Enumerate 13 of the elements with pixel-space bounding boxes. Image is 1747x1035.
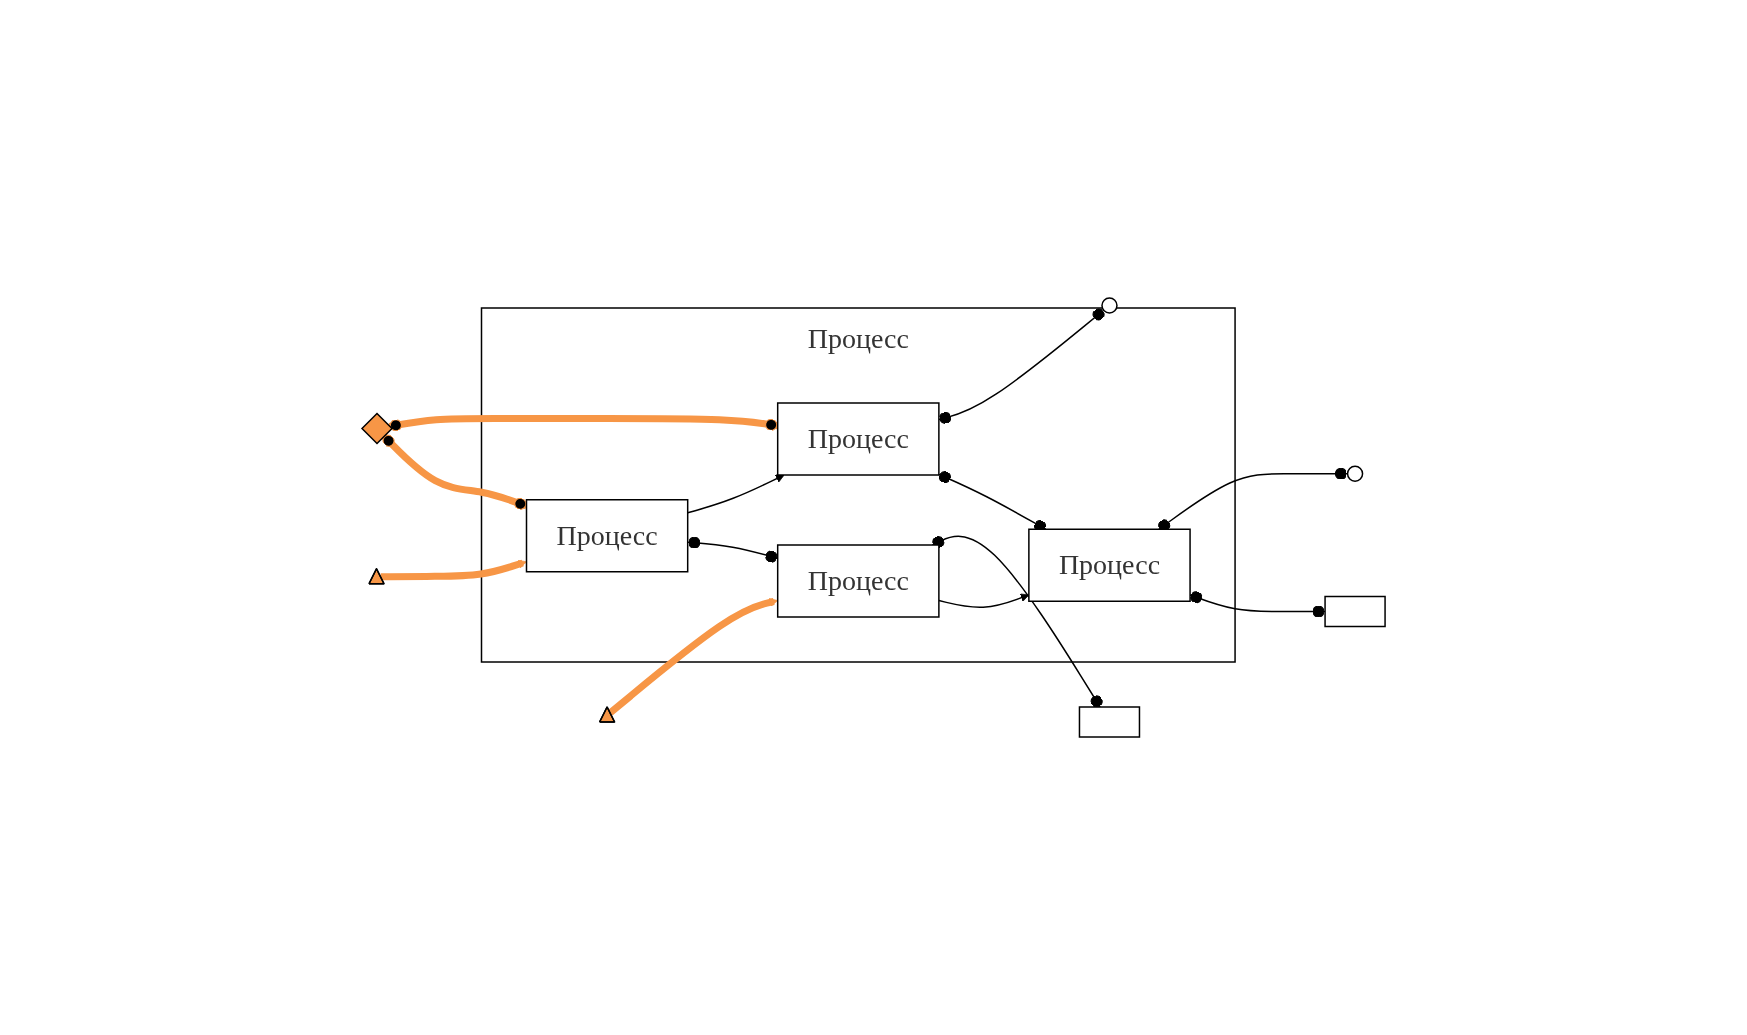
node-box: Процесс: [776, 544, 940, 618]
node-box: Процесс: [525, 499, 689, 573]
node-circle: [1101, 297, 1118, 314]
node-circle: [1346, 465, 1364, 482]
node-box: [1078, 706, 1141, 738]
connector: [1189, 591, 1326, 618]
node-box: Процесс: [1028, 528, 1191, 602]
node-diamond: [360, 412, 394, 445]
connector: [938, 308, 1105, 424]
arrow: [380, 559, 527, 581]
connector: [931, 535, 1103, 708]
node-box: [1324, 595, 1386, 628]
node-box: Процесс: [776, 402, 940, 476]
